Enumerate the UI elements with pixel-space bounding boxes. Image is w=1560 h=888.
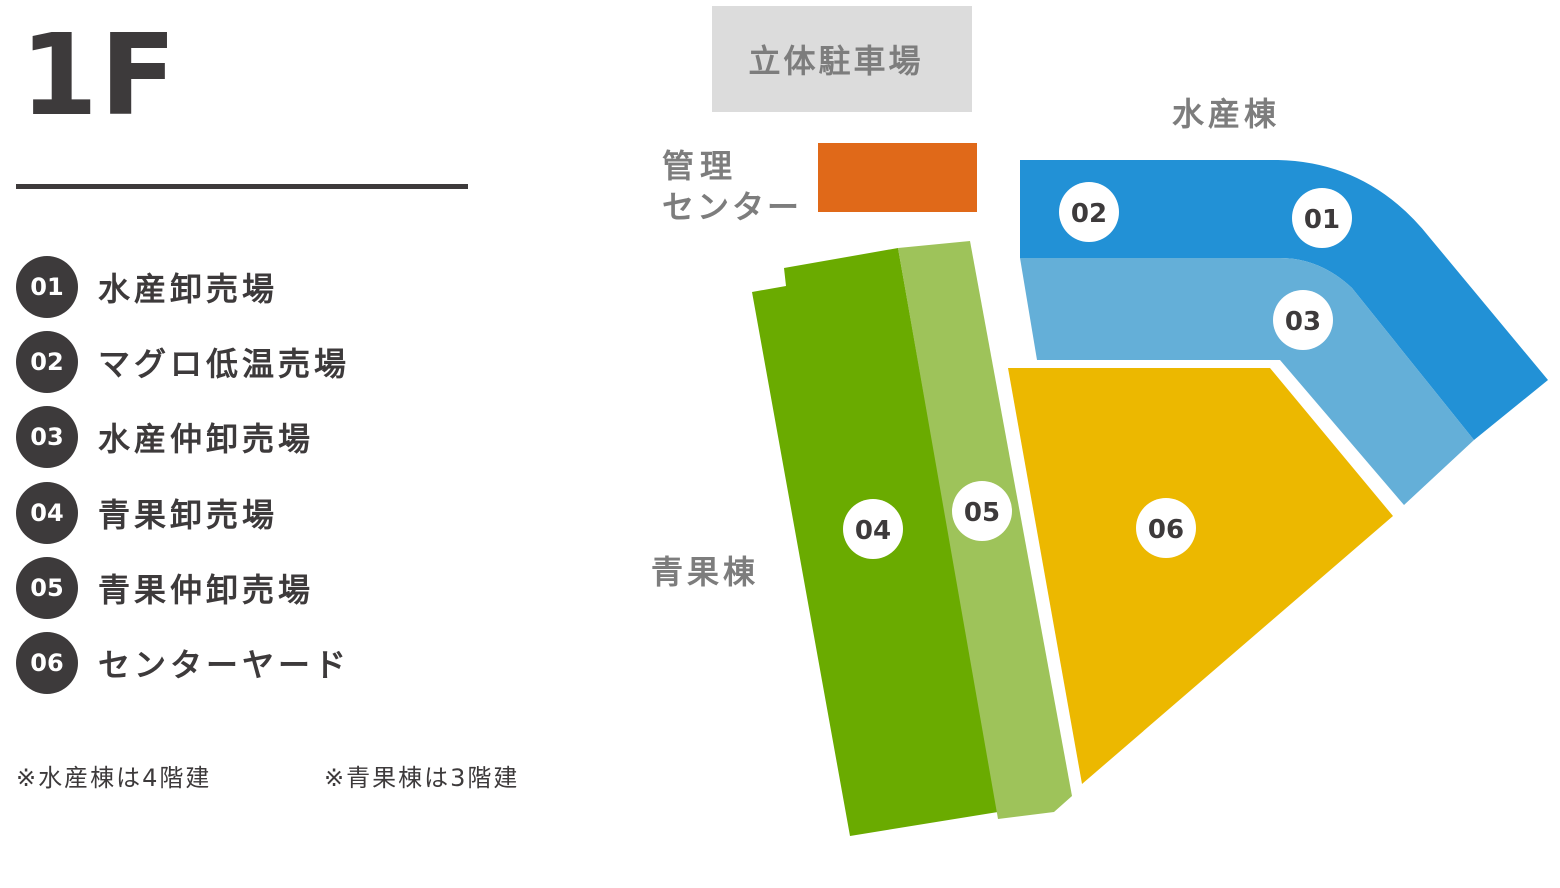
legend-item: 04 青果卸売場 <box>16 481 350 544</box>
marker-06[interactable]: 06 <box>1136 498 1196 558</box>
legend-item: 06 センターヤード <box>16 631 351 694</box>
marker-05[interactable]: 05 <box>952 481 1012 541</box>
admin-center-label-line2: センター <box>662 188 802 226</box>
legend-item: 01 水産卸売場 <box>16 256 350 318</box>
legend-number-badge: 01 <box>16 256 78 318</box>
legend-item: 02 マグロ低温売場 <box>16 331 351 394</box>
marker-04-circle <box>843 499 903 559</box>
legend-label: センターヤード <box>98 645 351 684</box>
produce-floors-note: ※青果棟は3階建 <box>324 764 520 792</box>
legend: 01 水産卸売場 02 マグロ低温売場 03 水産仲卸売場 04 青果卸売場 0… <box>16 256 350 707</box>
legend-number-badge: 03 <box>16 406 78 469</box>
marker-06-label: 06 <box>1148 515 1184 545</box>
legend-item: 05 青果仲卸売場 <box>16 556 350 619</box>
marker-01-label: 01 <box>1304 205 1340 235</box>
fishery-intermediate-area[interactable] <box>1020 258 1474 505</box>
produce-building-label: 青果棟 <box>651 553 759 591</box>
fishery-wholesale-area[interactable] <box>1020 160 1548 440</box>
marker-02[interactable]: 02 <box>1059 182 1119 242</box>
marker-02-circle <box>1059 182 1119 242</box>
legend-label: 青果卸売場 <box>98 495 279 534</box>
admin-center-area[interactable] <box>818 143 977 212</box>
marker-04[interactable]: 04 <box>843 499 903 559</box>
marker-01[interactable]: 01 <box>1292 188 1352 248</box>
legend-number-badge: 06 <box>16 631 78 694</box>
legend-label: 水産卸売場 <box>98 270 279 308</box>
marker-03-circle <box>1273 290 1333 350</box>
legend-label: 水産仲卸売場 <box>98 420 315 459</box>
legend-number-badge: 05 <box>16 556 78 619</box>
center-yard-area[interactable] <box>1008 368 1393 784</box>
marker-04-label: 04 <box>855 516 891 546</box>
parking-label: 立体駐車場 <box>748 42 923 80</box>
legend-number-badge: 04 <box>16 481 78 544</box>
marker-02-label: 02 <box>1071 199 1107 229</box>
legend-label: 青果仲卸売場 <box>98 570 315 609</box>
marker-06-circle <box>1136 498 1196 558</box>
marker-01-circle <box>1292 188 1352 248</box>
parking-area[interactable] <box>712 6 972 112</box>
admin-center-label-line1: 管理 <box>662 147 738 185</box>
marker-05-circle <box>952 481 1012 541</box>
legend-item: 03 水産仲卸売場 <box>16 406 350 469</box>
legend-label: マグロ低温売場 <box>98 345 351 384</box>
marker-05-label: 05 <box>964 498 1000 528</box>
fishery-building-label: 水産棟 <box>1172 95 1280 133</box>
marker-03[interactable]: 03 <box>1273 290 1333 350</box>
marker-03-label: 03 <box>1285 307 1321 337</box>
legend-number-badge: 02 <box>16 331 78 394</box>
title-divider <box>16 184 468 189</box>
fishery-floors-note: ※水産棟は4階建 <box>16 764 212 792</box>
floor-title: 1F <box>20 11 179 141</box>
